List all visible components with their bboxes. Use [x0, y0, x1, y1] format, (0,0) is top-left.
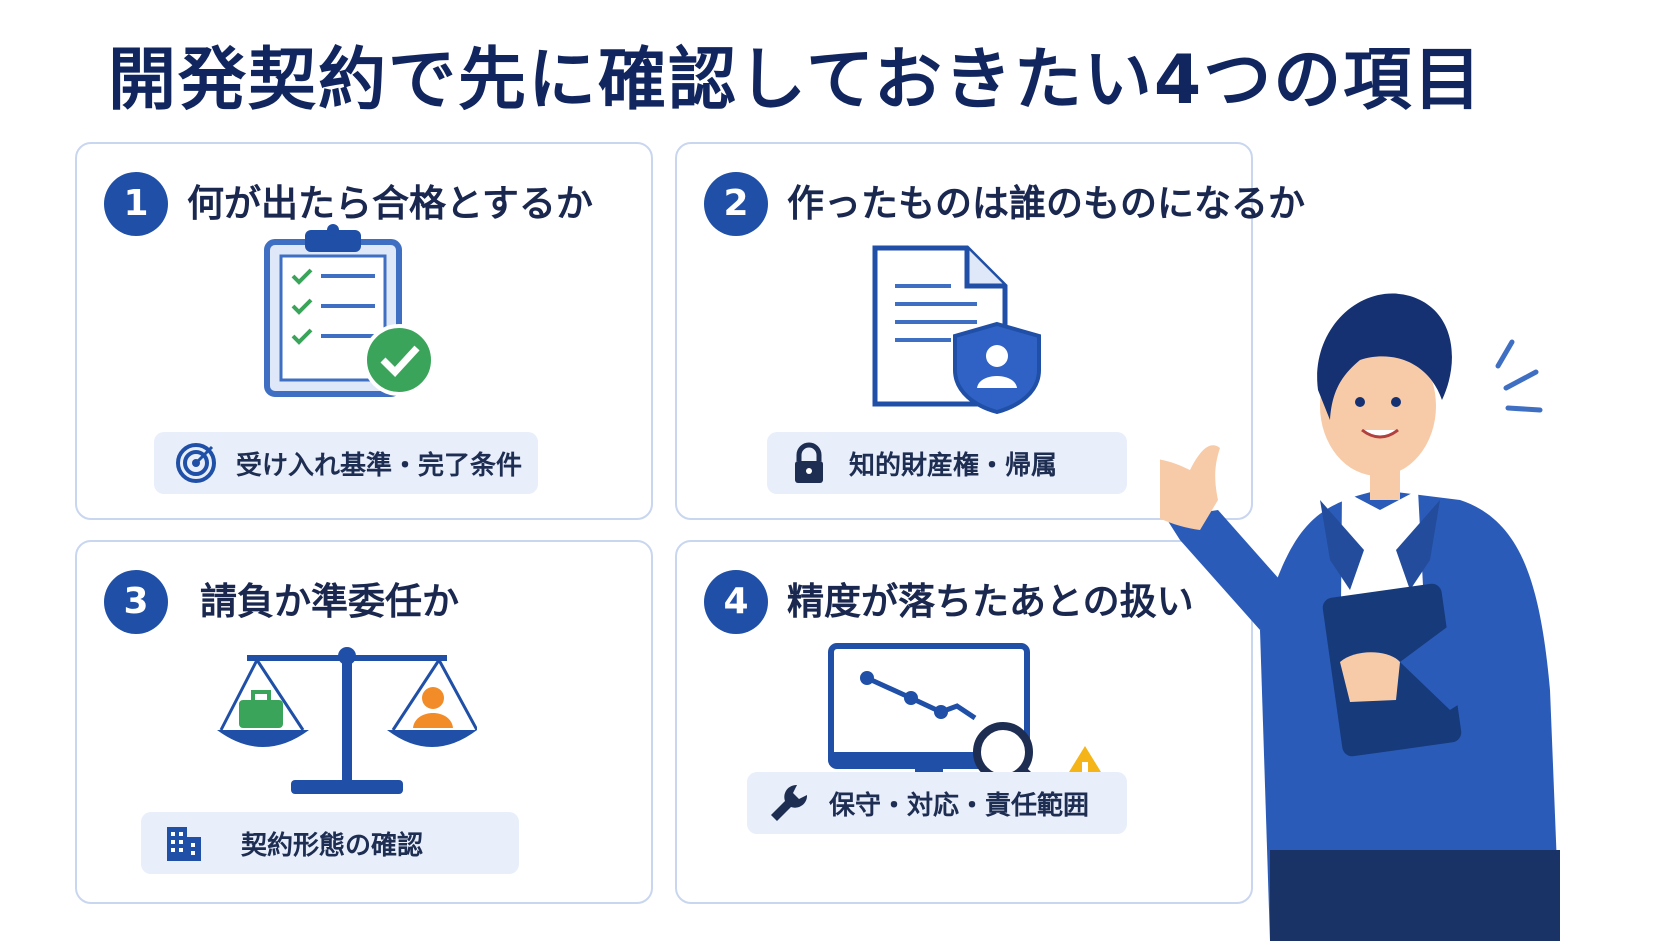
wrench-icon: [771, 784, 808, 821]
card-heading: 請負か準委任か: [200, 580, 459, 623]
card-heading: 精度が落ちたあとの扱い: [787, 580, 1194, 623]
tag-label: 保守・対応・責任範囲: [829, 790, 1090, 821]
tag-label: 受け入れ基準・完了条件: [236, 450, 523, 481]
tag-label: 契約形態の確認: [241, 830, 424, 861]
card-acceptance-criteria: 1 何が出たら合格とするか 受け入れ基準・完了条件: [75, 142, 653, 520]
card-intellectual-property: 2 作ったものは誰のものになるか 知的財産権・帰属: [675, 142, 1305, 520]
card-number-badge: 1: [104, 172, 168, 236]
lock-icon: [795, 442, 823, 483]
tag-pill: 保守・対応・責任範囲: [747, 772, 1127, 834]
target-icon: [176, 443, 216, 483]
balance-scale-icon: [217, 647, 477, 794]
card-number-badge: 4: [704, 570, 768, 634]
tag-pill: 受け入れ基準・完了条件: [154, 432, 538, 494]
tag-pill: 知的財産権・帰属: [767, 432, 1127, 494]
card-heading: 何が出たら合格とするか: [187, 182, 593, 225]
card-number-badge: 3: [104, 570, 168, 634]
tag-label: 知的財産権・帰属: [849, 450, 1058, 481]
clipboard-checklist-icon: [264, 224, 435, 397]
presenter-illustration: [1160, 293, 1560, 941]
document-shield-icon: [872, 245, 1041, 414]
page-title: 開発契約で先に確認しておきたい4つの項目: [108, 41, 1484, 120]
card-maintenance: 4 精度が落ちたあとの扱い 保守・対応・責任範囲: [675, 540, 1253, 904]
building-icon: [167, 827, 201, 861]
card-heading: 作ったものは誰のものになるか: [787, 182, 1305, 225]
card-contract-type: 3 請負か準委任か 契約形態の確認: [75, 540, 653, 904]
tag-pill: 契約形態の確認: [141, 812, 519, 874]
card-number-badge: 2: [704, 172, 768, 236]
